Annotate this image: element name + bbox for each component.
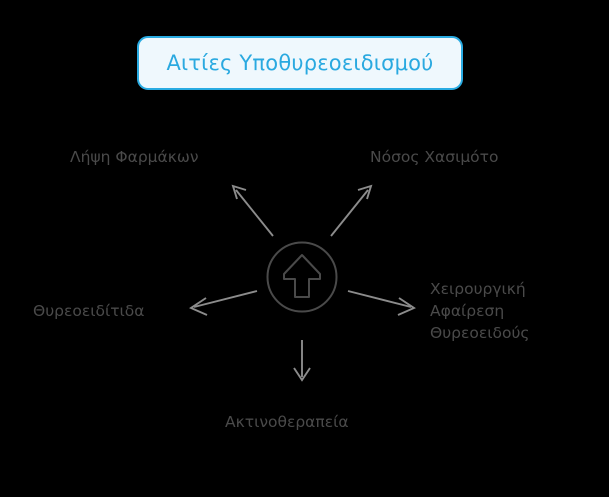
arrow-up-right <box>330 184 373 237</box>
node-label-hashimoto: Νόσος Χασιμότο <box>370 148 499 166</box>
arrow-up-left <box>231 184 274 237</box>
circled-up-arrow-icon <box>266 241 338 313</box>
page-title: Αιτίες Υποθυρεοειδισμού <box>166 51 434 75</box>
arrow-right <box>347 290 416 316</box>
node-label-thyroiditis: Θυρεοειδίτιδα <box>33 302 145 320</box>
arrow-left <box>189 290 258 316</box>
node-label-medication: Λήψη Φαρμάκων <box>70 148 199 166</box>
diagram-title-box: Αιτίες Υποθυρεοειδισμού <box>137 36 463 90</box>
node-label-surgery: Χειρουργική Αφαίρεση Θυρεοειδούς <box>430 280 530 342</box>
arrow-down <box>293 340 311 382</box>
node-label-radiotherapy: Ακτινοθεραπεία <box>225 413 349 431</box>
